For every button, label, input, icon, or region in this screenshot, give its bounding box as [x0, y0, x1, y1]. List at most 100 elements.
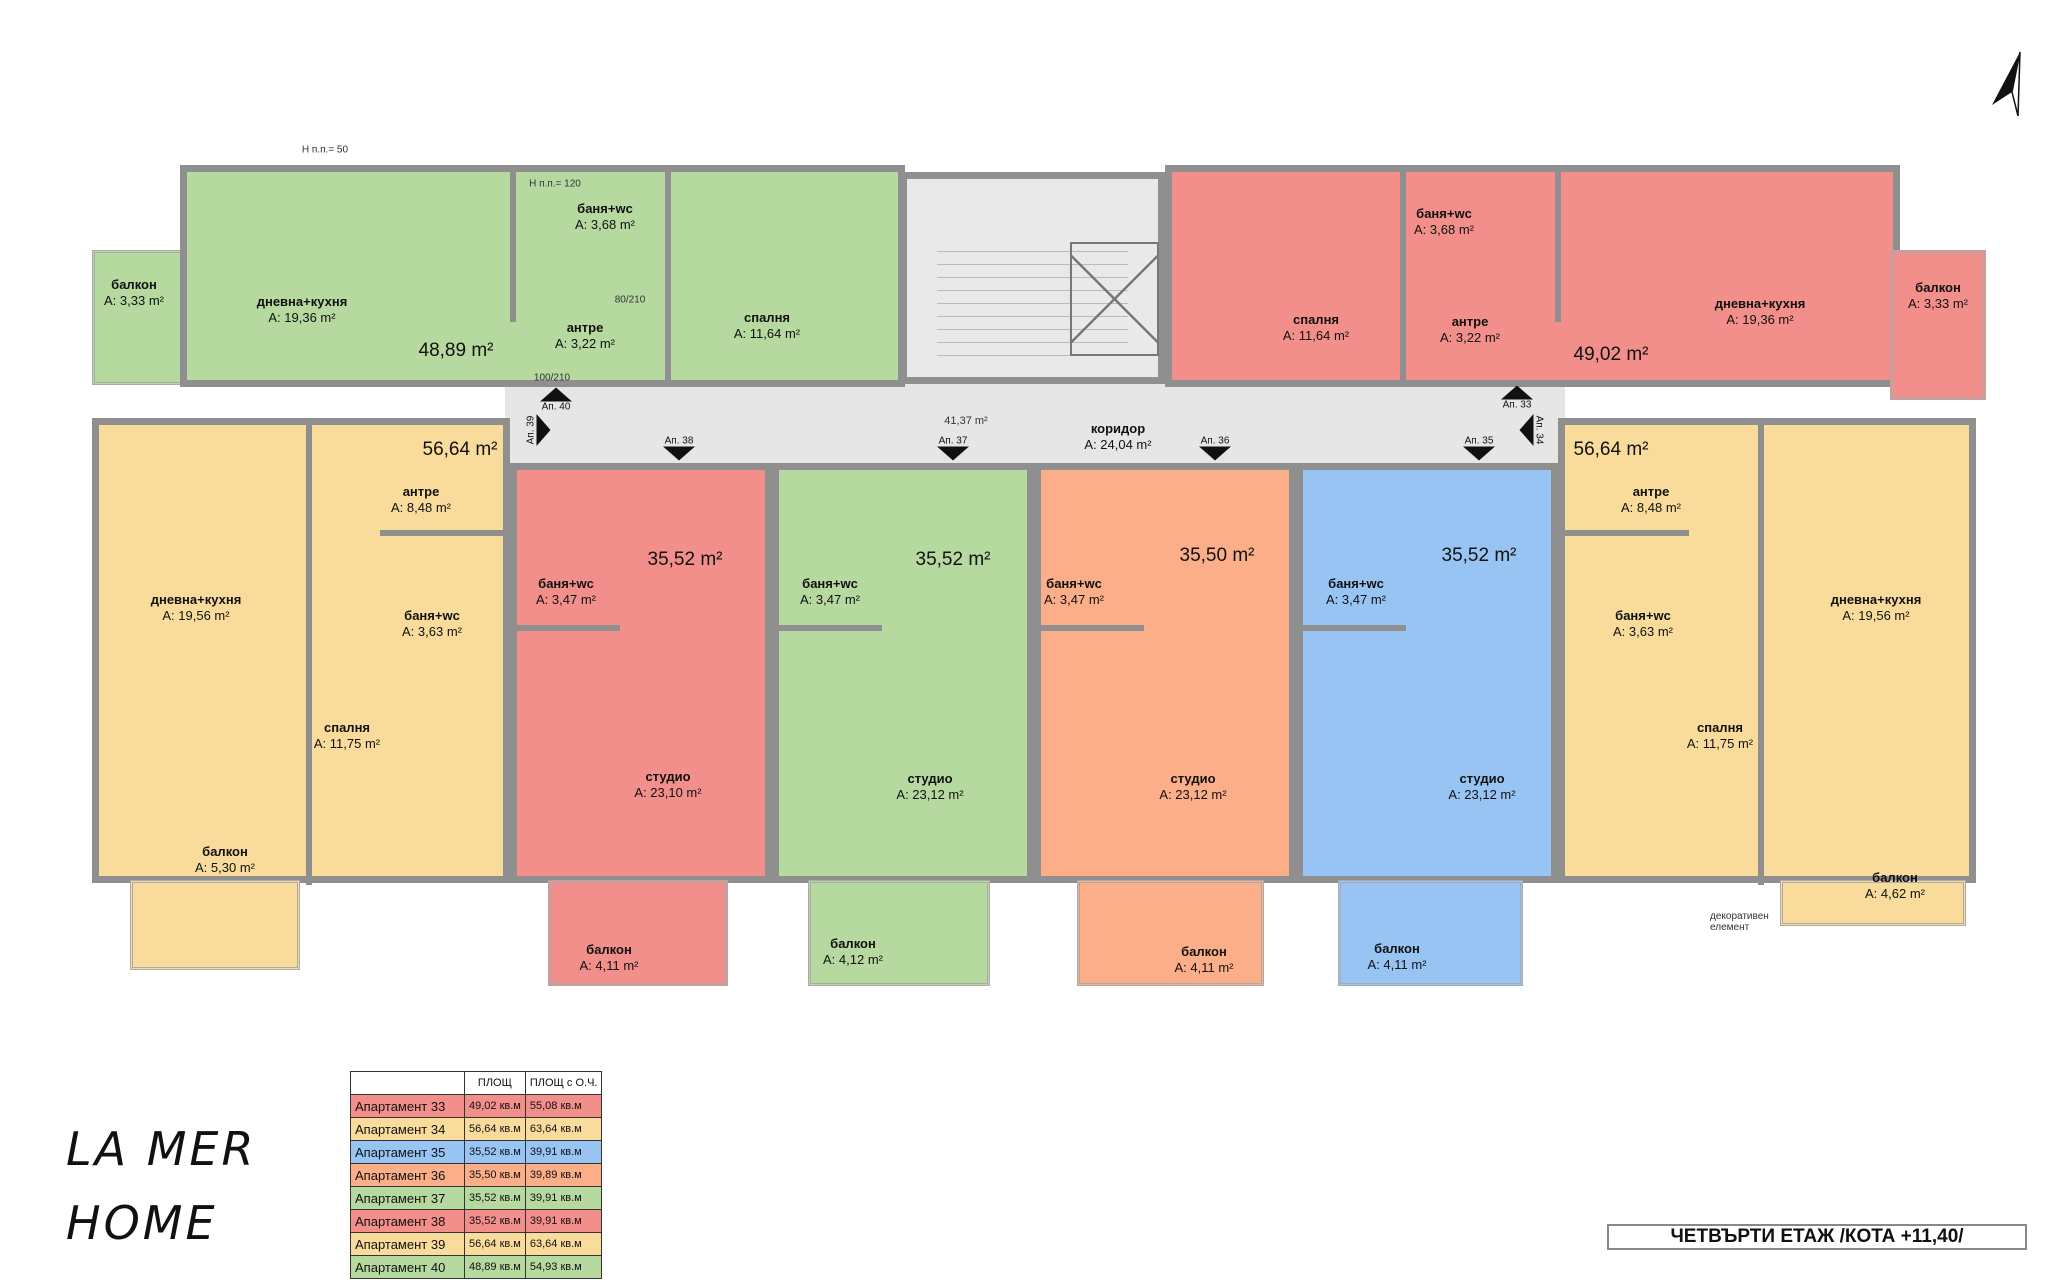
apt33-total-area: 49,02 m² [1573, 344, 1649, 365]
corridor-total-area: 41,37 m² [944, 415, 988, 427]
entrance-marker-apt33: Ап. 33 [1501, 385, 1533, 411]
room-area: A: 3,68 m² [1414, 222, 1474, 237]
room-area: A: 3,33 m² [104, 293, 164, 308]
room-area: A: 23,12 m² [1159, 787, 1227, 802]
balcony-apt39 [130, 880, 300, 970]
apt39-total-area: 56,64 m² [422, 439, 498, 460]
apt-id: Ап. 36 [1200, 435, 1230, 447]
room-area: A: 3,22 m² [555, 336, 615, 351]
legend-name: Апартамент 33 [350, 1094, 465, 1118]
room-area: A: 5,30 m² [195, 860, 255, 875]
legend-area: 35,52 кв.м [464, 1186, 526, 1210]
legend-header-cell: ПЛОЩ с О.Ч. [524, 1071, 603, 1095]
balcony-apt33 [1890, 250, 1986, 400]
room-area: A: 11,75 m² [1686, 736, 1754, 751]
floor-title: ЧЕТВЪРТИ ЕТАЖ /КОТА +11,40/ [1607, 1224, 2027, 1250]
room-area: A: 8,48 m² [1621, 500, 1681, 515]
zone-apt40 [180, 165, 905, 387]
entrance-arrow-icon [1199, 446, 1231, 461]
room-area: A: 23,10 m² [634, 785, 702, 800]
entrance-arrow-icon [540, 387, 572, 402]
apt-id: Ап. 38 [664, 435, 694, 447]
apt35-total-area: 35,52 m² [1441, 545, 1517, 566]
room-name: балкон [830, 935, 876, 951]
room-name: дневна+кухня [1714, 295, 1806, 311]
room-name: антре [1451, 313, 1489, 329]
room-area: A: 11,75 m² [313, 736, 381, 751]
room-name: балкон [1374, 940, 1420, 956]
room-name: антре [1632, 483, 1670, 499]
room-area: A: 4,11 m² [1174, 960, 1234, 975]
entrance-arrow-icon [663, 446, 695, 461]
room-name: балкон [1181, 943, 1227, 959]
room-name: баня+wc [577, 200, 633, 216]
room-name: баня+wc [1615, 607, 1671, 623]
room-area: A: 3,47 m² [800, 592, 860, 607]
room-area: A: 23,12 m² [896, 787, 964, 802]
logo-line: LA MER [66, 1122, 257, 1176]
zone-apt36 [1034, 463, 1296, 883]
entrance-arrow-icon [937, 446, 969, 461]
room-name: дневна+кухня [150, 591, 242, 607]
legend-area: 35,50 кв.м [464, 1163, 526, 1187]
room-area: A: 4,62 m² [1865, 886, 1925, 901]
wall [1400, 172, 1406, 387]
apt-id: Ап. 35 [1464, 435, 1494, 447]
apt-id: Ап. 37 [938, 435, 968, 447]
zone-apt33 [1165, 165, 1900, 387]
apt-id: Ап. 40 [541, 401, 571, 413]
room-name: антре [402, 483, 440, 499]
apt34-total-area: 56,64 m² [1573, 439, 1649, 460]
door-size-note: 100/210 [533, 372, 571, 384]
legend-name: Апартамент 37 [350, 1186, 465, 1210]
wall [380, 530, 505, 536]
wall [1039, 625, 1144, 631]
room-area: A: 4,11 m² [579, 958, 639, 973]
room-name: антре [566, 319, 604, 335]
room-area: A: 24,04 m² [1084, 437, 1152, 452]
wall [777, 625, 882, 631]
wall [1555, 172, 1561, 322]
apt40-total-area: 48,89 m² [418, 340, 494, 361]
wall [1758, 425, 1764, 885]
room-name: студио [907, 770, 953, 786]
window-height-note: Н п.п.= 50 [301, 144, 349, 156]
room-name: балкон [1872, 869, 1918, 885]
apt-id: Ап. 33 [1502, 399, 1532, 411]
legend-name: Апартамент 40 [350, 1255, 465, 1279]
door-size-note: 80/210 [614, 294, 646, 306]
entrance-marker-apt34: Ап. 34 [1519, 414, 1545, 446]
wall [306, 425, 312, 885]
room-name: баня+wc [538, 575, 594, 591]
zone-apt35 [1296, 463, 1558, 883]
room-area: A: 3,63 m² [1613, 624, 1673, 639]
room-name: балкон [202, 843, 248, 859]
room-area: A: 3,63 m² [402, 624, 462, 639]
room-name: балкон [586, 941, 632, 957]
legend-name: Апартамент 34 [350, 1117, 465, 1141]
